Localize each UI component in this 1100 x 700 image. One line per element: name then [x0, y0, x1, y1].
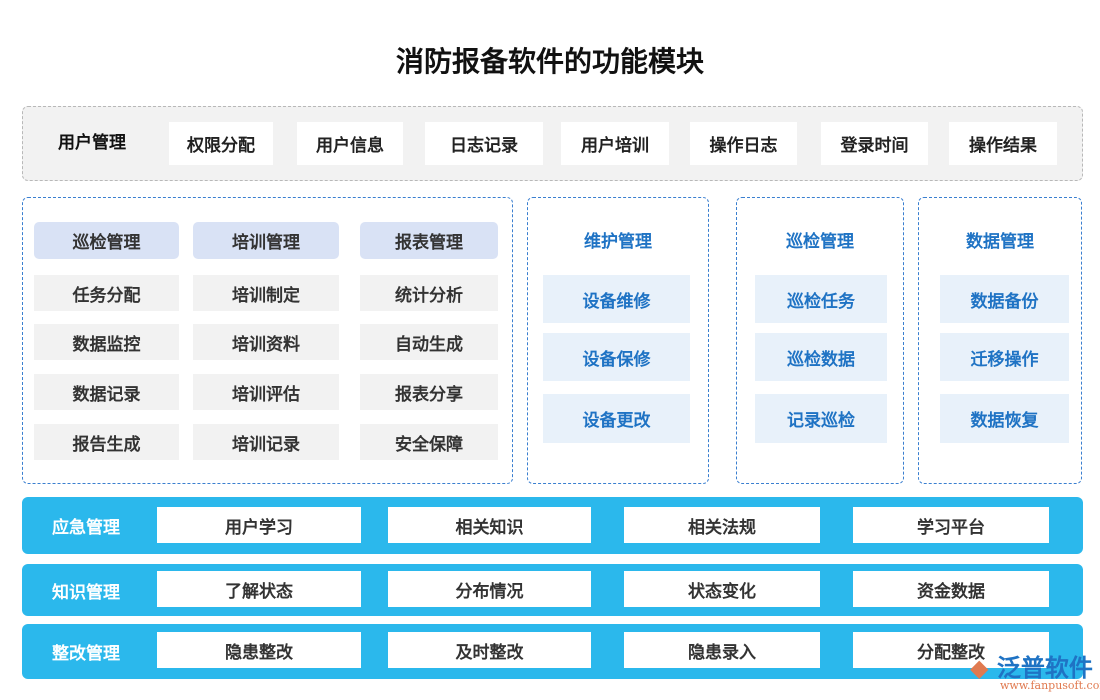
module-header: 巡检管理	[786, 231, 854, 252]
bar-label: 应急管理	[52, 518, 120, 538]
bar-item: 学习平台	[853, 507, 1049, 543]
bar-item: 了解状态	[157, 571, 361, 607]
watermark-logo: ◆ 泛普软件	[970, 654, 1093, 682]
function-item: 培训评估	[193, 374, 339, 410]
module-item: 记录巡检	[755, 394, 887, 443]
bar-item: 用户学习	[157, 507, 361, 543]
bar-label: 知识管理	[52, 582, 120, 603]
bar-item: 隐患整改	[157, 632, 361, 668]
bar-item: 状态变化	[624, 571, 820, 607]
user-management-label: 用户管理	[58, 133, 126, 153]
user-mgmt-item: 操作日志	[690, 122, 797, 165]
bar-item: 相关法规	[624, 507, 820, 543]
function-item: 统计分析	[360, 275, 498, 311]
user-mgmt-item: 日志记录	[425, 122, 543, 165]
watermark-url: www.fanpusoft.com	[1000, 679, 1100, 692]
module-item: 巡检任务	[755, 275, 887, 323]
function-item: 数据监控	[34, 324, 179, 360]
function-item: 安全保障	[360, 424, 498, 460]
module-panel-data	[918, 197, 1082, 484]
user-mgmt-item: 用户培训	[561, 122, 669, 165]
function-item: 培训制定	[193, 275, 339, 311]
column-header: 报表管理	[360, 222, 498, 259]
function-item: 任务分配	[34, 275, 179, 311]
module-item: 设备维修	[543, 275, 690, 323]
bar-item: 相关知识	[388, 507, 591, 543]
column-header: 巡检管理	[34, 222, 179, 259]
module-panel-maintenance	[527, 197, 709, 484]
function-item: 数据记录	[34, 374, 179, 410]
bar-item: 资金数据	[853, 571, 1049, 607]
bar-item: 及时整改	[388, 632, 591, 668]
module-header: 维护管理	[584, 231, 652, 252]
module-header: 数据管理	[966, 231, 1034, 252]
bar-item: 分布情况	[388, 571, 591, 607]
module-item: 迁移操作	[940, 333, 1069, 381]
bar-item: 分配整改	[853, 632, 1049, 668]
function-item: 培训记录	[193, 424, 339, 460]
column-header: 培训管理	[193, 222, 339, 259]
module-item: 巡检数据	[755, 333, 887, 381]
bar-label: 整改管理	[52, 644, 120, 664]
user-mgmt-item: 操作结果	[949, 122, 1057, 165]
function-item: 培训资料	[193, 324, 339, 360]
user-mgmt-item: 登录时间	[821, 122, 928, 165]
module-item: 数据恢复	[940, 394, 1069, 443]
module-item: 设备更改	[543, 394, 690, 443]
user-mgmt-item: 权限分配	[169, 122, 273, 165]
bar-item: 隐患录入	[624, 632, 820, 668]
user-mgmt-item: 用户信息	[297, 122, 403, 165]
module-panel-inspection	[736, 197, 904, 484]
module-item: 数据备份	[940, 275, 1069, 323]
page-title: 消防报备软件的功能模块	[395, 45, 704, 78]
function-item: 报表分享	[360, 374, 498, 410]
function-item: 自动生成	[360, 324, 498, 360]
module-item: 设备保修	[543, 333, 690, 381]
function-item: 报告生成	[34, 424, 179, 460]
left-module-group	[22, 197, 513, 484]
